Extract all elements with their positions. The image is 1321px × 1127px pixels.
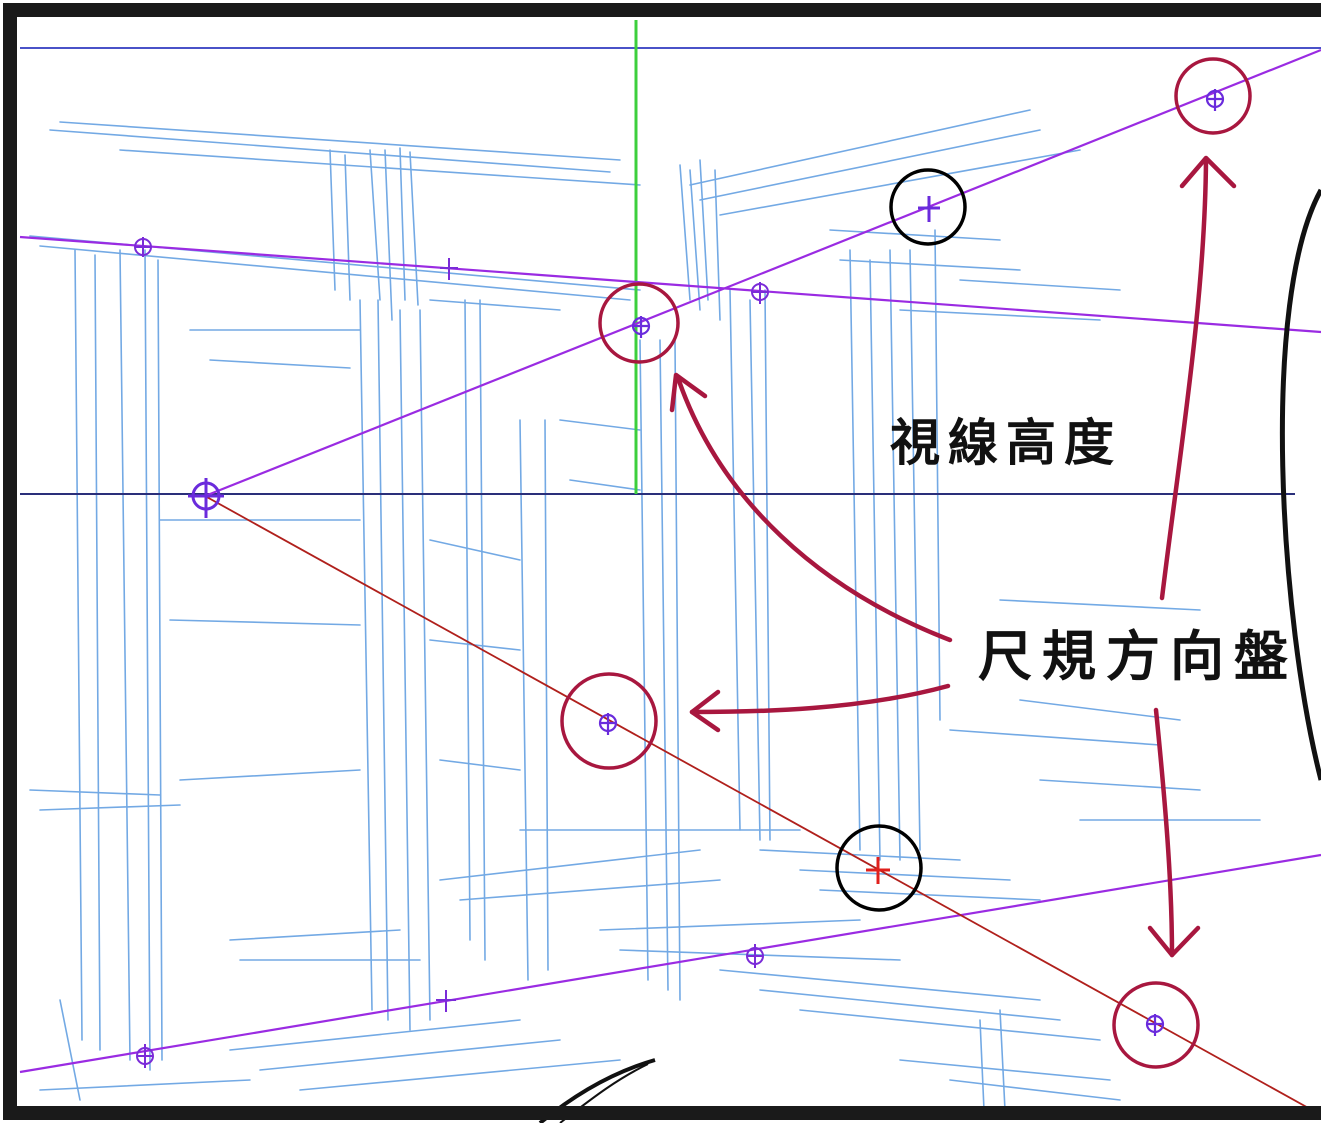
ruler-line-lower[interactable]: [204, 495, 1321, 1116]
snap-point-icon[interactable]: [746, 944, 764, 968]
annotation-arrows: [669, 155, 1237, 958]
vanishing-point-icon[interactable]: [188, 478, 224, 518]
snap-point-icon[interactable]: [918, 196, 940, 222]
ruler-handle-label: 尺規方向盤: [978, 625, 1298, 688]
snap-point-icon[interactable]: [436, 990, 456, 1012]
ruler-line-ceiling: [19, 235, 1321, 334]
perspective-ruler-lines[interactable]: [19, 48, 1321, 1074]
highlight-circle: [598, 282, 680, 364]
sketch-layer: [29, 109, 1261, 1111]
selection-circle: [889, 168, 967, 246]
highlight-circle: [560, 672, 658, 770]
ruler-line-upper: [204, 48, 1321, 498]
panel-boundary-curve: [1279, 188, 1321, 781]
snap-point-icon[interactable]: [866, 857, 890, 884]
ruler-handle-icon[interactable]: [1205, 89, 1225, 111]
snap-point-icon[interactable]: [134, 237, 152, 257]
highlight-circle: [1112, 981, 1200, 1069]
ruler-line-floor: [19, 853, 1321, 1074]
highlight-circle: [1174, 57, 1252, 135]
ruler-handle-icon[interactable]: [631, 316, 651, 338]
snap-point-icon[interactable]: [136, 1044, 154, 1068]
eye-level-label: 視線高度: [890, 414, 1122, 472]
snap-point-icon[interactable]: [751, 282, 769, 304]
panel-frame: [3, 3, 1321, 1120]
ruler-handle-icon[interactable]: [598, 713, 618, 735]
selection-circle: [835, 824, 923, 912]
snap-point-icon[interactable]: [440, 258, 458, 280]
ruler-handle-icon[interactable]: [1145, 1014, 1165, 1036]
